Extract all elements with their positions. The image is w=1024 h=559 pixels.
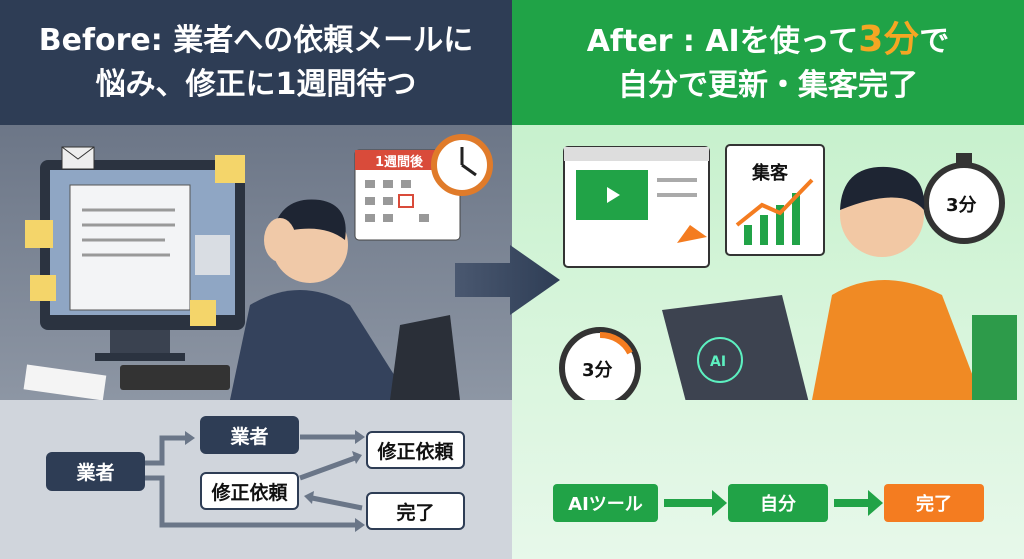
after-title-line2: 自分で更新・集客完了 <box>618 67 918 103</box>
flow-revision-middle: 修正依頼 <box>200 472 299 510</box>
stopwatch-label-bottom: 3分 <box>582 360 613 381</box>
before-flow-diagram: 業者 業者 修正依頼 修正依頼 完了 <box>0 400 512 559</box>
smiling-man-illustration <box>812 166 1017 400</box>
after-title-line1: After : AIを使って3分で <box>587 18 950 64</box>
calendar-label: 1週間後 <box>375 154 424 170</box>
after-panel: After : AIを使って3分で 自分で更新・集客完了 集客 <box>512 0 1024 559</box>
browser-window-icon <box>563 146 710 268</box>
papers <box>23 364 107 400</box>
flow-ai-tool: AIツール <box>553 484 658 522</box>
keyboard-icon <box>120 365 230 390</box>
laptop-icon <box>662 295 809 400</box>
flow-arrows <box>145 434 363 528</box>
monitor-icon <box>40 160 245 361</box>
stopwatch-icon <box>923 153 1005 244</box>
flow-vendor-start: 業者 <box>46 452 145 491</box>
after-title-highlight: 3分 <box>858 18 920 60</box>
analytics-card <box>725 144 825 256</box>
clock-icon <box>431 134 493 196</box>
before-title-line2: 悩み、修正に1週間待つ <box>95 66 417 102</box>
flow-done: 完了 <box>366 492 465 530</box>
before-panel: Before: 業者への依頼メールに 悩み、修正に1週間待つ <box>0 0 512 559</box>
before-title-line1: Before: 業者への依頼メールに <box>38 22 474 58</box>
after-flow-arrows <box>664 490 883 516</box>
before-header: Before: 業者への依頼メールに 悩み、修正に1週間待つ <box>0 0 512 125</box>
analytics-card-label: 集客 <box>751 162 789 184</box>
before-illustration: 1週間後 <box>0 125 512 400</box>
after-header: After : AIを使って3分で 自分で更新・集客完了 <box>512 0 1024 125</box>
after-title-part1: After : AIを使って <box>586 23 859 59</box>
after-illustration: 集客 3分 3分 AI <box>512 125 1024 400</box>
sticky-notes <box>25 155 245 326</box>
flow-self: 自分 <box>728 484 828 522</box>
flow-vendor-top: 業者 <box>200 416 299 454</box>
flow-done: 完了 <box>884 484 984 522</box>
stopwatch-icon <box>559 327 641 400</box>
after-title-part2: で <box>919 23 950 59</box>
laptop-ai-label: AI <box>710 354 726 370</box>
stopwatch-label-top: 3分 <box>946 195 977 216</box>
flow-revision-right: 修正依頼 <box>366 431 465 469</box>
stressed-man-illustration <box>230 199 460 400</box>
transition-arrow-icon <box>455 245 560 315</box>
envelope-icon <box>61 146 95 170</box>
